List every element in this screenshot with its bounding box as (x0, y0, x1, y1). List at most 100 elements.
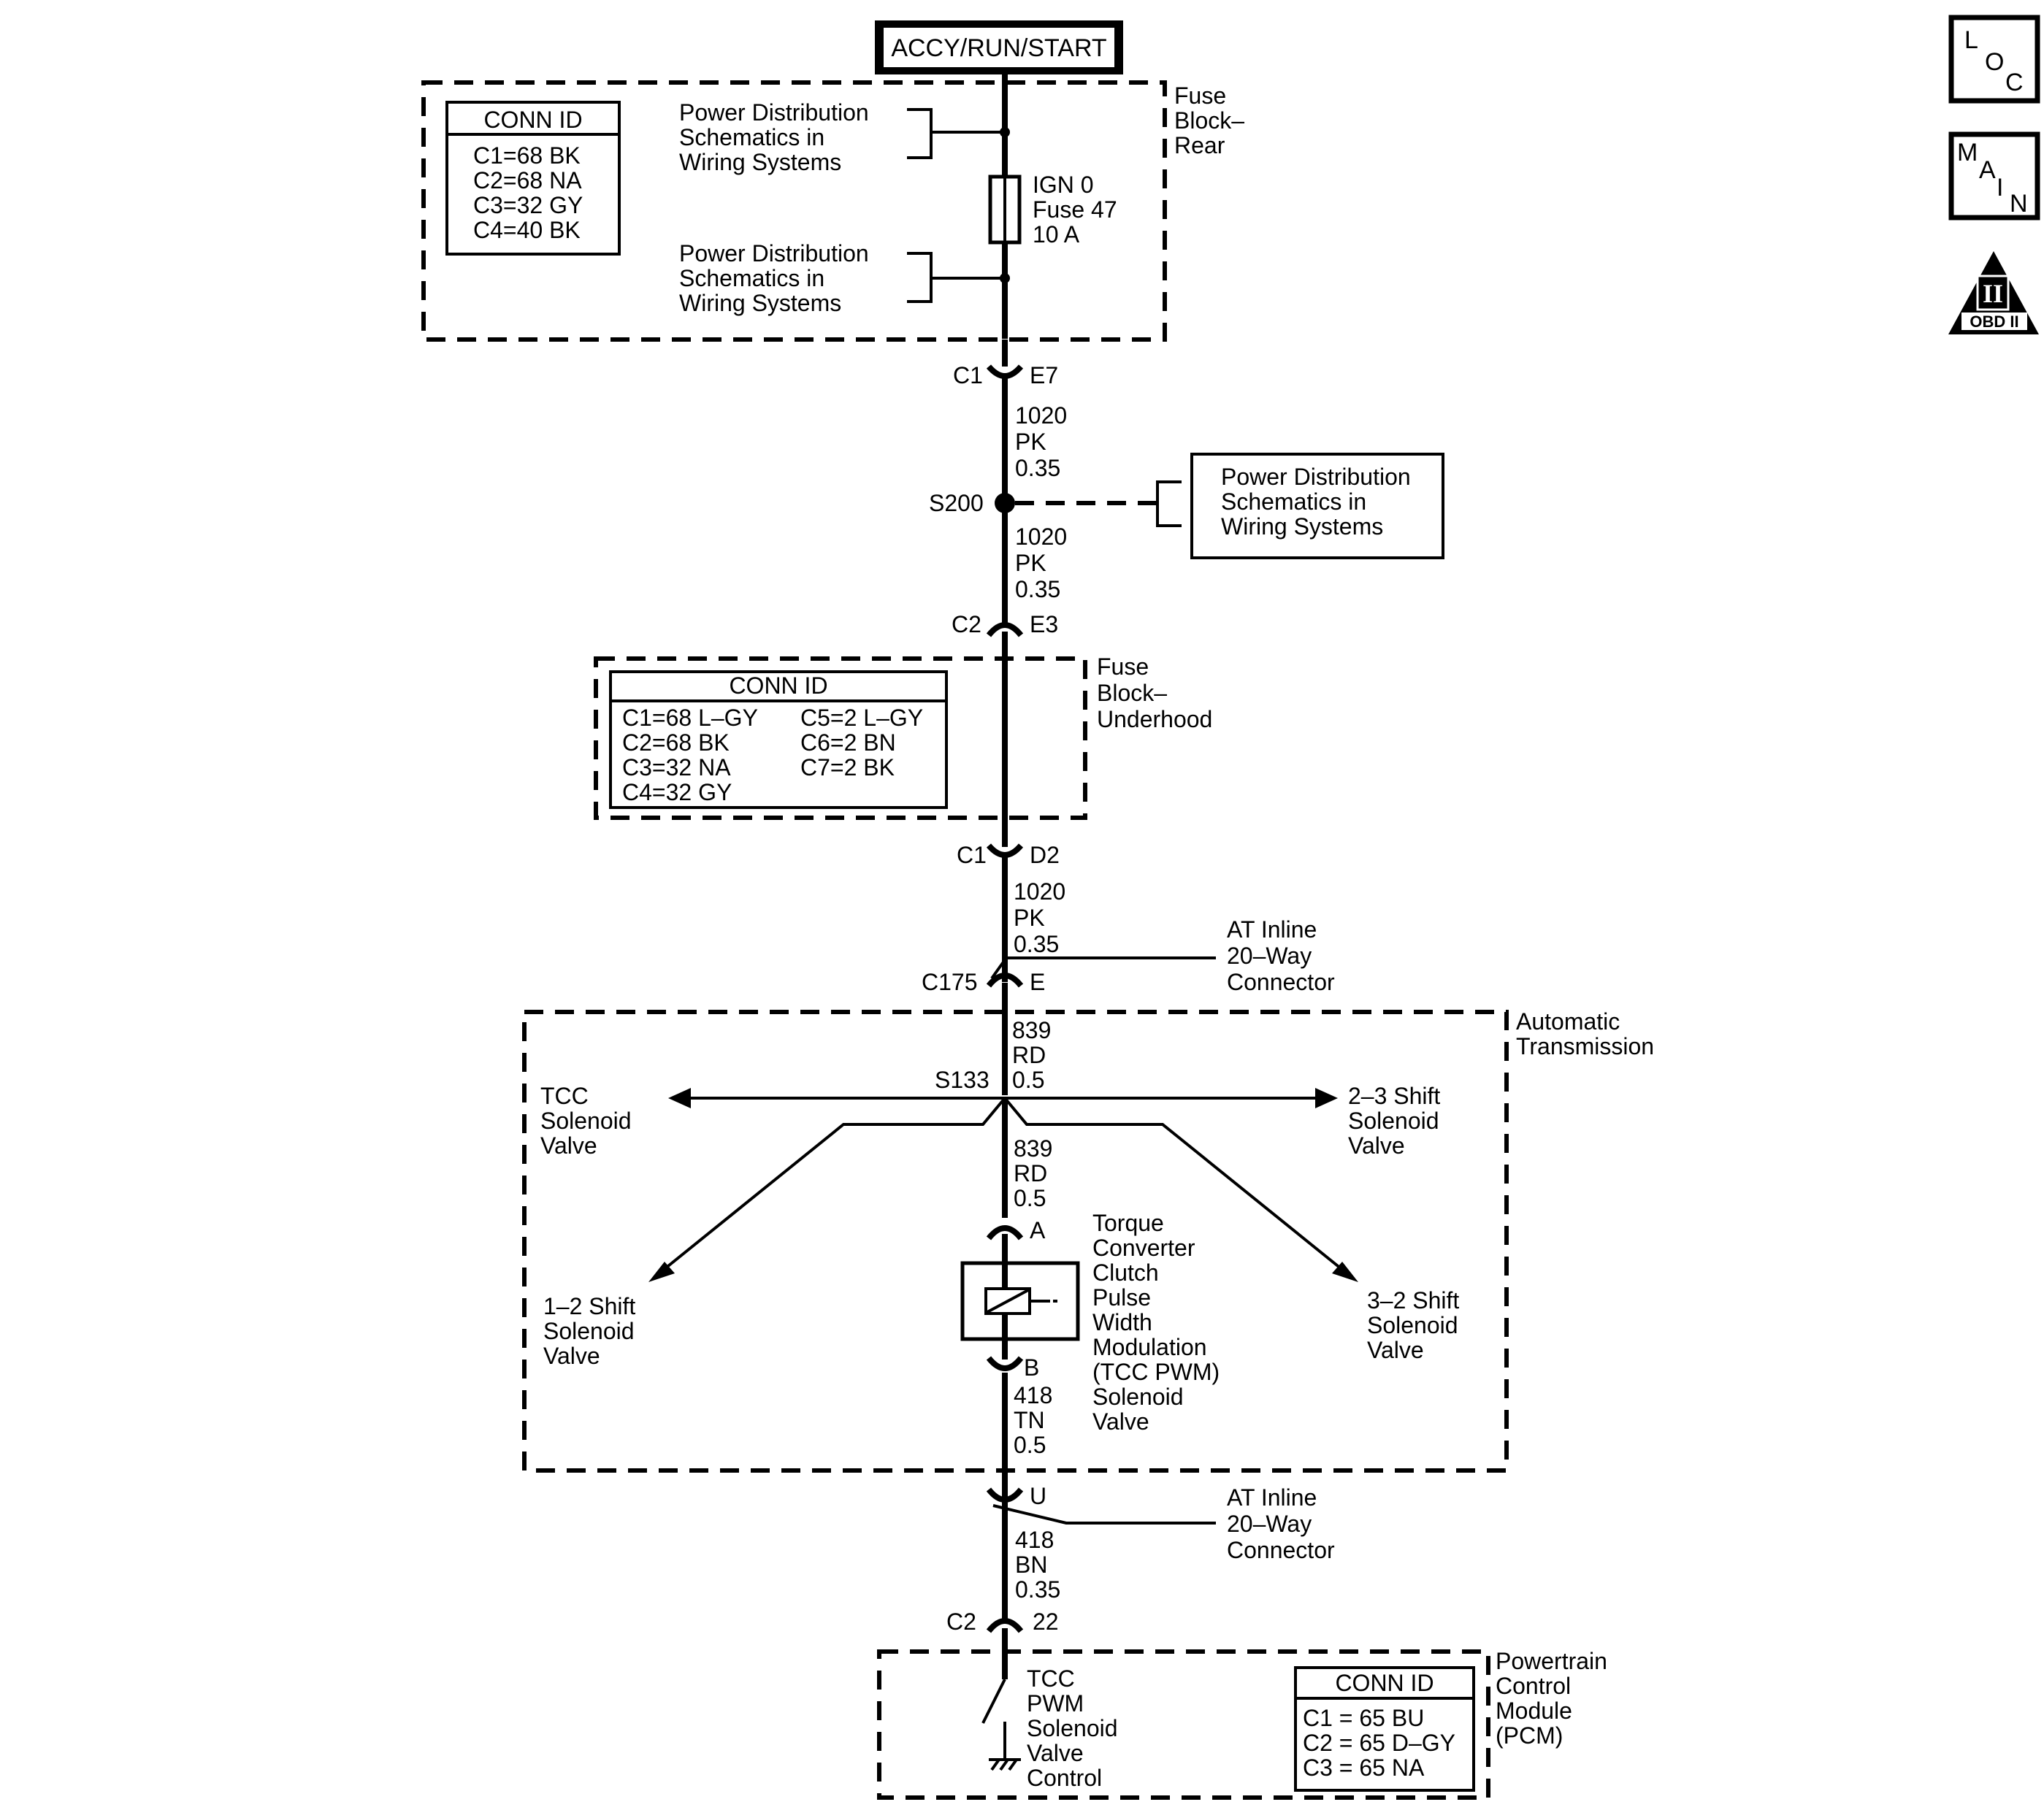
svg-text:Solenoid: Solenoid (1027, 1715, 1118, 1741)
svg-text:C3=32 GY: C3=32 GY (473, 192, 583, 218)
svg-text:CONN ID: CONN ID (729, 672, 827, 699)
svg-text:1020: 1020 (1015, 402, 1067, 429)
svg-text:Rear: Rear (1174, 132, 1225, 158)
wire-label-839-b: 839 RD 0.5 (1014, 1135, 1052, 1211)
svg-text:Fuse: Fuse (1097, 653, 1149, 680)
svg-text:C1 = 65 BU: C1 = 65 BU (1303, 1705, 1424, 1731)
svg-text:A: A (1979, 156, 1996, 184)
svg-text:0.5: 0.5 (1014, 1185, 1046, 1211)
splice-s200: S200 (929, 480, 1182, 527)
svg-text:C2 = 65 D–GY: C2 = 65 D–GY (1303, 1730, 1455, 1756)
svg-text:OBD II: OBD II (1970, 312, 2018, 331)
svg-text:E: E (1030, 969, 1045, 995)
powertrain-control-module: Powertrain Control Module (PCM) TCC PWM … (877, 1648, 1607, 1800)
svg-text:RD: RD (1014, 1160, 1047, 1186)
svg-text:II: II (1983, 279, 2003, 308)
svg-text:S133: S133 (935, 1067, 990, 1093)
svg-text:Pulse: Pulse (1092, 1284, 1151, 1311)
svg-text:1020: 1020 (1014, 878, 1065, 905)
svg-text:Width: Width (1092, 1309, 1152, 1335)
svg-text:3–2 Shift: 3–2 Shift (1367, 1287, 1459, 1314)
svg-text:Valve: Valve (540, 1132, 597, 1159)
svg-text:839: 839 (1014, 1135, 1052, 1162)
svg-text:Control: Control (1496, 1673, 1571, 1699)
svg-text:C1=68 L–GY: C1=68 L–GY (622, 705, 758, 731)
power-distribution-ref-top: Power Distribution Schematics in Wiring … (679, 99, 1010, 175)
connector-c175: C175 E (922, 956, 1216, 1095)
tcc-solenoid-valve-label: TCC Solenoid Valve (540, 1083, 632, 1159)
at-inline-connector-top-label: AT Inline 20–Way Connector (1227, 916, 1335, 995)
svg-text:U: U (1030, 1483, 1046, 1509)
svg-text:C: C (2005, 69, 2024, 96)
svg-text:C3=32 NA: C3=32 NA (622, 754, 731, 781)
power-distribution-ref-s200: Power Distribution Schematics in Wiring … (1190, 453, 1444, 559)
main-nav-icon[interactable]: M A I N (1948, 131, 2040, 221)
svg-text:Power Distribution: Power Distribution (679, 240, 869, 266)
svg-text:0.35: 0.35 (1014, 931, 1059, 957)
tcc-pwm-control-label: TCC PWM Solenoid Valve Control (1027, 1665, 1118, 1791)
svg-text:M: M (1957, 139, 1978, 166)
shift-1-2-solenoid-label: 1–2 Shift Solenoid Valve (543, 1293, 635, 1369)
svg-text:839: 839 (1012, 1017, 1051, 1043)
fuse-block-rear: Fuse Block– Rear CONN ID C1=68 BK C2=68 … (421, 80, 1244, 342)
svg-text:Solenoid: Solenoid (543, 1318, 635, 1344)
obd-ii-icon[interactable]: II OBD II (1948, 251, 2039, 334)
wire-label-418-tn: 418 TN 0.5 (1014, 1382, 1052, 1458)
automatic-transmission: Automatic Transmission 839 RD 0.5 S133 T… (522, 1008, 1654, 1473)
svg-text:418: 418 (1015, 1527, 1054, 1553)
svg-text:Wiring Systems: Wiring Systems (679, 149, 841, 175)
svg-text:Modulation: Modulation (1092, 1334, 1207, 1360)
automatic-transmission-label: Automatic Transmission (1516, 1008, 1654, 1059)
svg-text:Module: Module (1496, 1698, 1572, 1724)
svg-text:Schematics in: Schematics in (1221, 488, 1366, 515)
loc-nav-icon[interactable]: L O C (1948, 15, 2040, 104)
shift-2-3-solenoid-label: 2–3 Shift Solenoid Valve (1348, 1083, 1440, 1159)
svg-text:N: N (2010, 190, 2028, 218)
svg-text:E3: E3 (1030, 611, 1058, 637)
svg-text:AT Inline: AT Inline (1227, 916, 1317, 943)
svg-text:Solenoid: Solenoid (1348, 1108, 1439, 1134)
shift-3-2-solenoid-label: 3–2 Shift Solenoid Valve (1367, 1287, 1459, 1363)
svg-text:Transmission: Transmission (1516, 1033, 1654, 1059)
svg-text:0.5: 0.5 (1014, 1432, 1046, 1458)
power-source-box: ACCY/RUN/START (875, 20, 1123, 74)
fuse-47: IGN 0 Fuse 47 10 A (988, 172, 1117, 248)
svg-text:ACCY/RUN/START: ACCY/RUN/START (891, 34, 1106, 62)
svg-text:Underhood: Underhood (1097, 706, 1212, 732)
connector-c2-e3: C2 E3 (952, 611, 1058, 818)
svg-text:(TCC PWM): (TCC PWM) (1092, 1359, 1220, 1385)
svg-text:0.35: 0.35 (1015, 1576, 1060, 1603)
svg-text:C2: C2 (946, 1608, 976, 1635)
svg-text:AT Inline: AT Inline (1227, 1484, 1317, 1511)
svg-text:Control: Control (1027, 1765, 1102, 1791)
svg-text:20–Way: 20–Way (1227, 1511, 1312, 1537)
fuse-block-rear-label: Fuse Block– Rear (1174, 83, 1244, 158)
svg-text:20–Way: 20–Way (1227, 943, 1312, 969)
svg-text:Power Distribution: Power Distribution (1221, 464, 1411, 490)
svg-text:Valve: Valve (1092, 1408, 1149, 1435)
pin-b-connector: B (986, 1339, 1039, 1470)
svg-text:PK: PK (1014, 905, 1045, 931)
svg-text:RD: RD (1012, 1042, 1046, 1068)
svg-text:Schematics in: Schematics in (679, 265, 824, 291)
svg-text:0.35: 0.35 (1015, 455, 1060, 481)
svg-text:Valve: Valve (1367, 1337, 1424, 1363)
svg-text:PK: PK (1015, 429, 1046, 455)
svg-text:BN: BN (1015, 1552, 1047, 1578)
svg-text:L: L (1964, 26, 1978, 54)
svg-text:C1: C1 (953, 362, 983, 388)
svg-text:Power Distribution: Power Distribution (679, 99, 869, 126)
svg-text:Valve: Valve (543, 1343, 600, 1369)
svg-text:0.5: 0.5 (1012, 1067, 1044, 1093)
svg-text:Valve: Valve (1348, 1132, 1405, 1159)
svg-text:Solenoid: Solenoid (1367, 1312, 1458, 1338)
svg-text:C5=2 L–GY: C5=2 L–GY (800, 705, 923, 731)
svg-text:Solenoid: Solenoid (540, 1108, 632, 1134)
svg-text:O: O (1985, 48, 2004, 76)
svg-text:1–2 Shift: 1–2 Shift (543, 1293, 635, 1319)
svg-text:C2=68 NA: C2=68 NA (473, 167, 582, 193)
svg-text:PWM: PWM (1027, 1690, 1084, 1717)
power-distribution-ref-bottom: Power Distribution Schematics in Wiring … (679, 240, 1010, 316)
svg-text:D2: D2 (1030, 842, 1060, 868)
